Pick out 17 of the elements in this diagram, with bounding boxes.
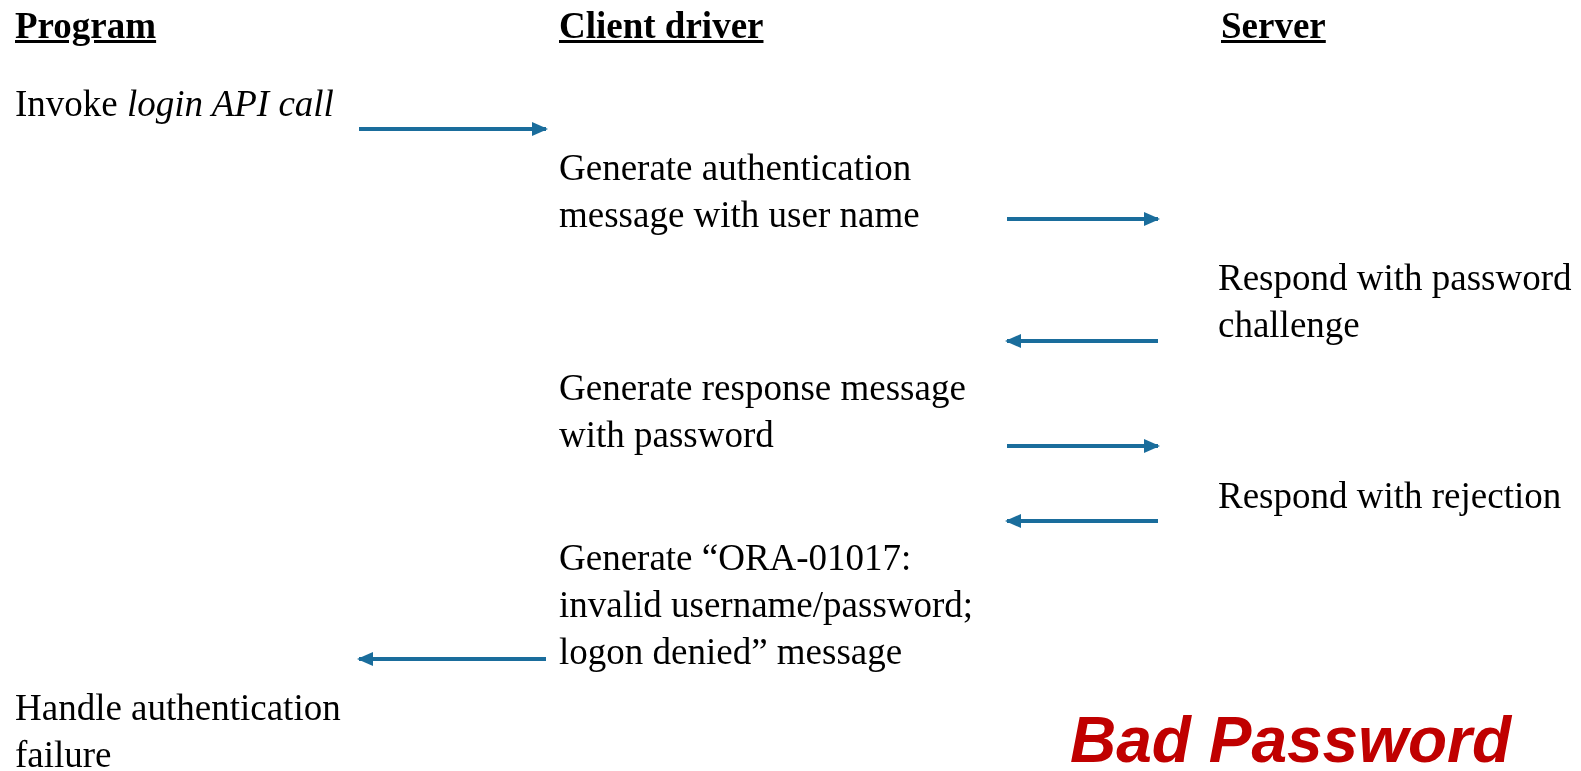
step-text: Invoke login API call [15,80,355,127]
arrow [1007,212,1160,226]
arrow [1007,439,1160,453]
step-text: Respond with password challenge [1218,254,1580,348]
step-text: Generate authentication message with user name [559,144,999,238]
column-heading: Client driver [559,6,764,46]
column-heading: Server [1221,6,1326,46]
column-heading: Program [15,6,157,46]
step-text: Handle authentication failure [15,684,355,771]
arrow [1005,334,1158,348]
arrow [1005,514,1158,528]
arrow [359,122,548,136]
step-text: Generate response message with password [559,364,999,458]
arrow [357,652,546,666]
title: Bad Password [1070,705,1512,771]
step-text: Generate “ORA-01017: invalid username/password; logon denied” message [559,534,999,675]
step-text: Respond with rejection [1218,472,1578,519]
